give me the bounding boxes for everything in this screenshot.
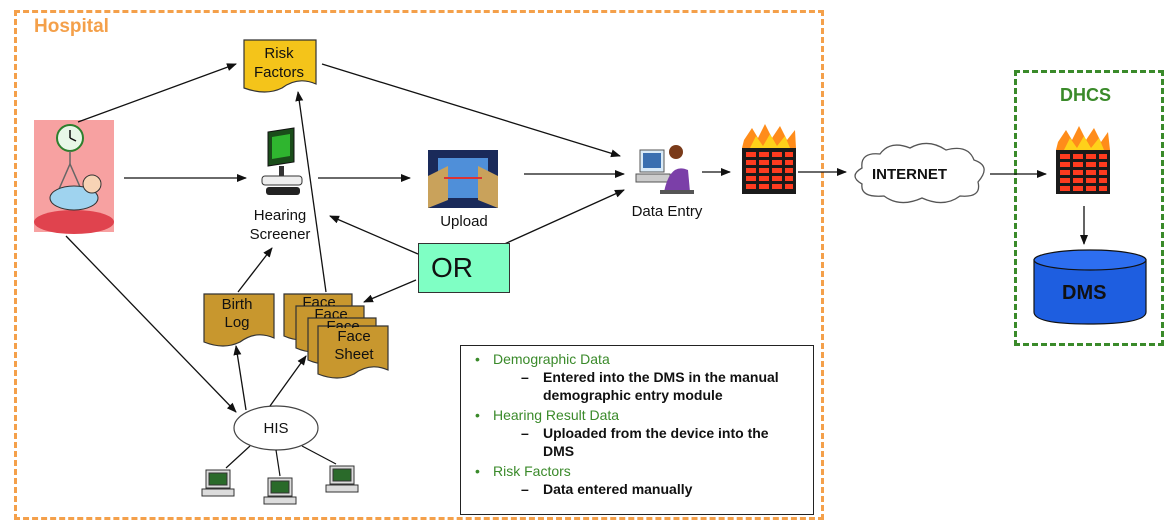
dhcs-region xyxy=(1014,70,1164,346)
legend-item: Hearing Result Data Uploaded from the de… xyxy=(469,406,805,460)
dms-label: DMS xyxy=(1062,282,1107,304)
legend-item: Risk Factors Data entered manually xyxy=(469,462,805,498)
his-label: HIS xyxy=(263,420,289,437)
terminal-icons xyxy=(201,465,359,505)
internet-cloud xyxy=(854,142,985,204)
or-box: OR xyxy=(418,243,510,293)
risk-factors-doc xyxy=(243,39,317,93)
firewall-dhcs-icon xyxy=(1056,126,1110,194)
legend-heading: Risk Factors xyxy=(469,462,805,480)
legend-detail: Uploaded from the device into the DMS xyxy=(469,424,805,460)
upload-label: Upload xyxy=(440,213,488,230)
face-sheet-mid2-label: Face xyxy=(326,318,360,328)
data-entry-icon xyxy=(635,145,694,194)
hospital-region xyxy=(14,10,824,520)
hearing-screener-label: Hearing Screener xyxy=(249,207,311,243)
legend-heading: Demographic Data xyxy=(469,350,805,368)
upload-icon xyxy=(428,150,498,208)
terminal-links xyxy=(225,445,337,477)
legend-item: Demographic Data Entered into the DMS in… xyxy=(469,350,805,404)
newborn-icon xyxy=(34,120,114,234)
face-sheet-label: Face Sheet xyxy=(334,328,374,363)
internet-label: INTERNET xyxy=(872,166,947,183)
legend-detail: Data entered manually xyxy=(469,480,805,498)
hearing-screener-icon xyxy=(261,127,303,195)
dhcs-title: DHCS xyxy=(1060,85,1112,105)
face-sheet-stack xyxy=(283,293,389,379)
legend-box: Demographic Data Entered into the DMS in… xyxy=(460,345,814,515)
face-sheet-back-label: Face xyxy=(302,294,336,306)
birth-log-label: Birth Log xyxy=(221,296,253,331)
data-entry-label: Data Entry xyxy=(631,203,703,220)
birth-log-doc xyxy=(203,293,275,347)
face-sheet-mid-label: Face xyxy=(314,306,348,318)
dms-database-icon xyxy=(1033,249,1147,325)
legend-heading: Hearing Result Data xyxy=(469,406,805,424)
firewall-hospital-icon xyxy=(742,124,796,194)
flow-arrows xyxy=(65,63,1088,413)
hospital-title: Hospital xyxy=(34,16,109,37)
legend-detail: Entered into the DMS in the manual demog… xyxy=(469,368,805,404)
risk-factors-label: Risk Factors xyxy=(253,45,304,81)
